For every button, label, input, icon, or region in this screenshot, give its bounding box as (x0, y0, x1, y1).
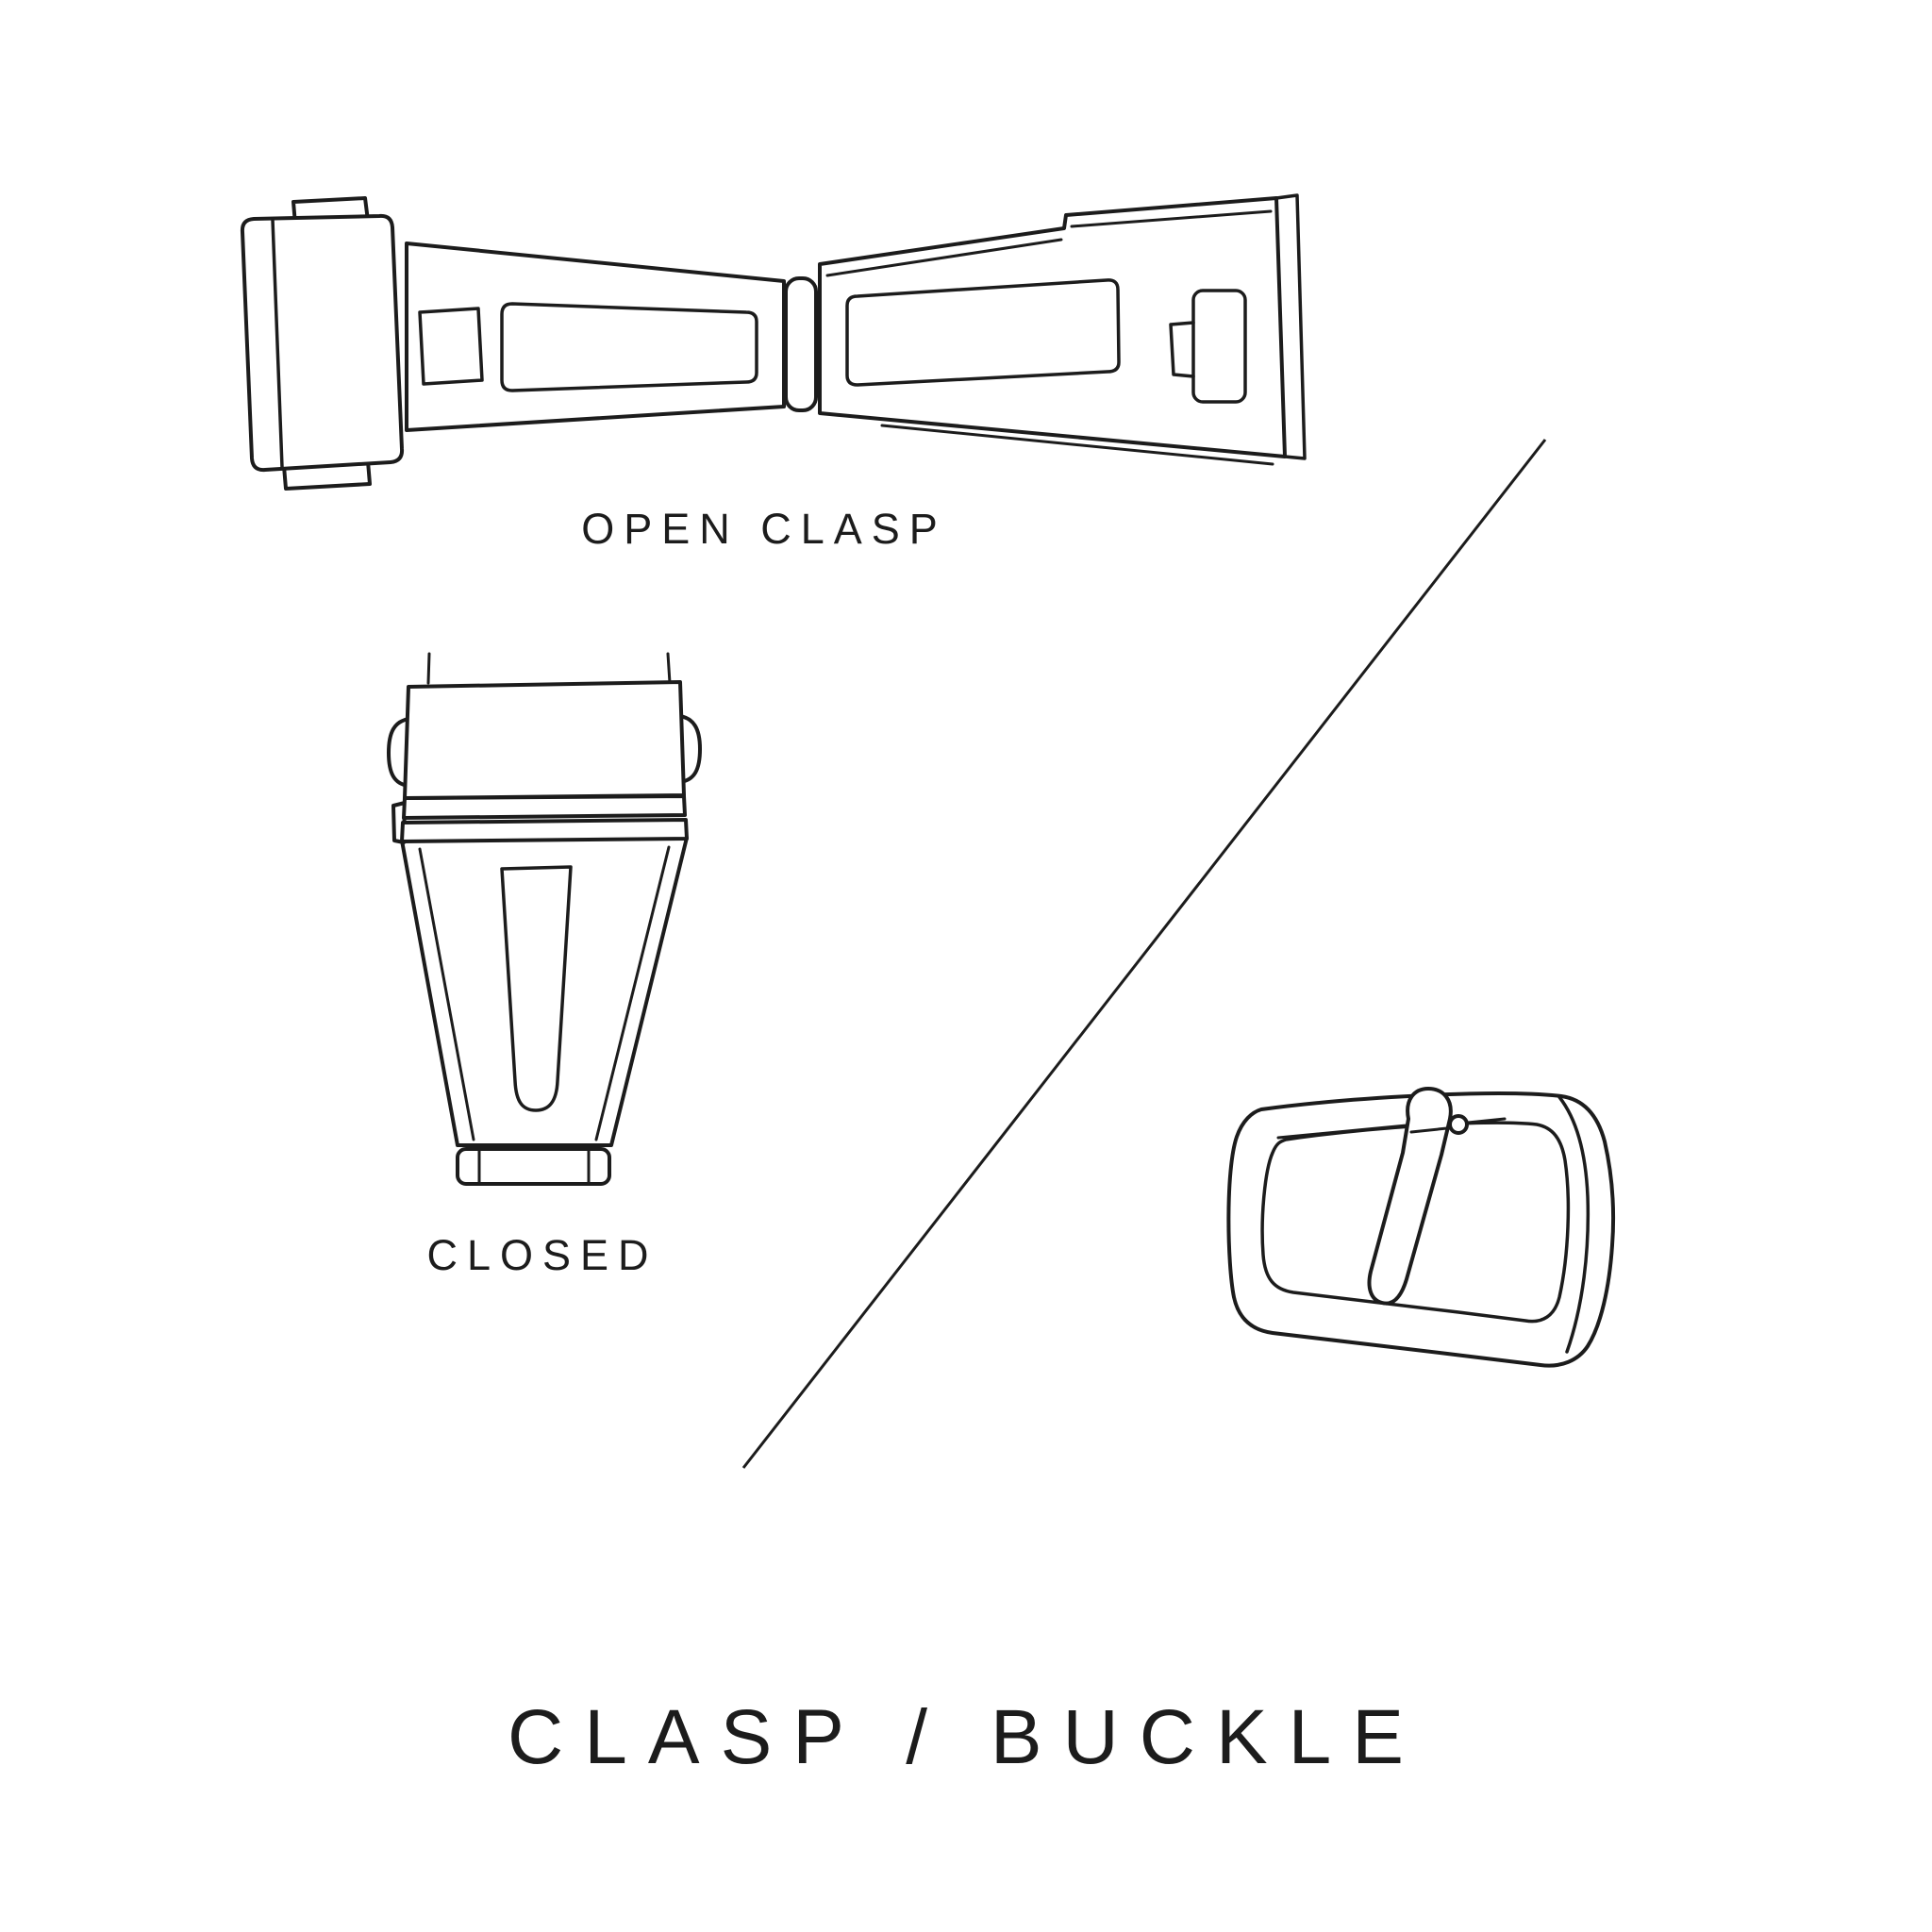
closed-clasp-illustration (387, 652, 702, 1186)
closed-clasp-label: CLOSED (426, 1231, 658, 1279)
page-title: CLASP / BUCKLE (508, 1694, 1424, 1780)
buckle-illustration (1226, 1087, 1616, 1368)
open-clasp-illustration (240, 193, 1307, 491)
open-clasp-label: OPEN CLASP (581, 505, 947, 553)
